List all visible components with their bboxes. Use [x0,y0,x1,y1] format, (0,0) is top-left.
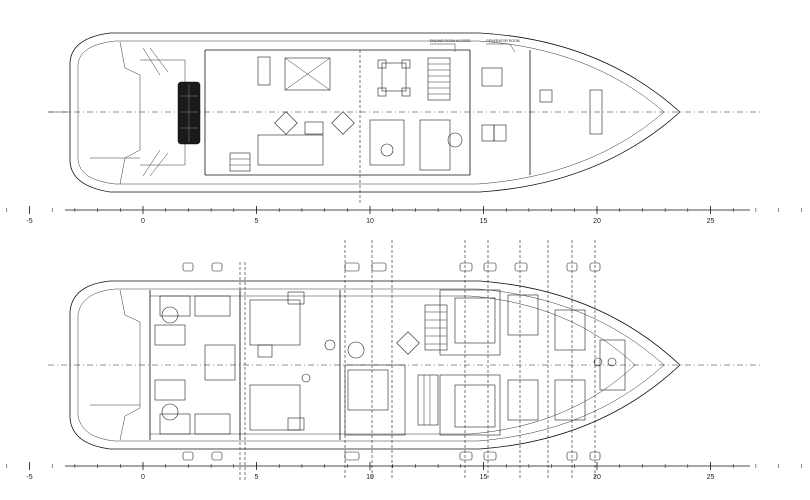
dining-table [381,62,407,92]
forward-bulkhead [469,50,531,175]
utility-round-fixture [447,132,463,148]
upper-stern-cable [48,111,140,159]
lobby-round-fixture [347,341,365,359]
bow-cabin-port [554,309,586,351]
scale-label-lower: 0 [141,474,145,481]
staircase-upper [427,57,451,101]
pump-2 [301,373,311,383]
lower-hull-outline [69,280,681,450]
armchair [304,121,324,135]
ensuite-port [507,294,539,336]
lower-stair-steps [425,311,447,345]
helm-console [481,67,503,87]
galley-unit [284,57,331,91]
shaft-bracket-1 [257,344,273,358]
bow-locker [589,89,603,135]
upper-hull-outline [69,32,681,193]
vip-cabin [344,364,406,436]
sea-chest-1 [161,306,179,324]
wardrobe-lines [423,375,431,425]
scale-label-lower: 5 [255,474,259,481]
cleat-markers [182,262,601,461]
lower-swim-platform [119,289,141,441]
station-lines [239,240,596,480]
scale-label-lower: 25 [707,474,715,481]
lazarette-locker [154,324,186,346]
engine-starboard [249,384,301,431]
forward-hatch [539,89,553,103]
crew-cabin-2 [194,413,231,435]
forepeak-locker [599,339,626,391]
helm-seat-2 [493,124,507,142]
guest-cabin-stbd [439,374,501,436]
scale-label-upper: 15 [480,218,488,225]
scale-label-lower: 20 [593,474,601,481]
lower-deck-plan [48,240,760,480]
upper-hull-inner-line [77,40,665,185]
helm-seat-1 [481,124,495,142]
scale-ruler-lower: -505101520253035404550 [6,462,802,481]
crew-cabin [194,295,231,317]
scale-label-lower: -5 [26,474,32,481]
sea-chest-2 [161,403,179,421]
upper-deck-plan: ENGINE ROOM ACCESS GENERATOR ROOM [48,32,760,205]
scale-label-upper: 5 [255,218,259,225]
upper-plan-annotation: ENGINE ROOM ACCESS [430,39,471,43]
generator-room-leader [486,43,516,53]
scale-label-upper: 20 [593,218,601,225]
utility-room [419,119,451,171]
lobby-table [396,331,420,355]
scale-label-lower: 10 [366,474,374,481]
guest-cabin-port [439,289,501,356]
tank-starboard [159,413,191,435]
guest-bed-stbd [454,384,496,428]
scale-label-lower: 15 [480,474,488,481]
staircase-steps [428,63,450,95]
crew-head [204,344,236,381]
aft-steps-upper [142,47,169,177]
tank-port [159,295,191,317]
dining-chair-3 [377,87,387,97]
galley-unit-diagonals [284,57,331,91]
engine-room-bulkheads [149,290,341,440]
saloon-sofa [257,134,324,166]
day-head [369,119,405,166]
lower-staircase [424,304,448,351]
scale-label-upper: 25 [707,218,715,225]
scale-ruler-upper: -505101520253035404550 [6,206,802,225]
bow-thruster-1 [593,357,603,367]
sunpad-cushion-lines [180,84,198,142]
scale-label-upper: 10 [366,218,374,225]
engine-port [249,299,301,346]
vip-bed [347,369,389,411]
coffee-table-2 [331,111,355,135]
dining-chair-1 [377,59,387,69]
aft-cabinet [229,152,251,172]
dining-chair-2 [401,59,411,69]
cabinet-lines [230,158,250,166]
swim-platform-outline [119,41,141,185]
dining-chair-4 [401,87,411,97]
scale-label-upper: -5 [26,218,32,225]
coffee-table-1 [274,111,298,135]
day-head-basin [380,143,394,157]
bow-cabin-stbd [554,379,586,421]
aft-seating [257,56,271,86]
guest-bed-port [454,297,496,344]
generator-box-1 [287,291,305,305]
generator-box-2 [287,417,305,431]
upper-plan-annotation: GENERATOR ROOM [486,39,520,43]
wardrobe-lower [417,374,439,426]
engine-room-access-leader [430,43,456,52]
pump-1 [324,339,336,351]
ensuite-stbd [507,379,539,421]
lazarette-locker-2 [154,379,186,401]
scale-label-upper: 0 [141,218,145,225]
bow-thruster-2 [607,357,617,367]
saloon-bulkhead [204,49,470,176]
